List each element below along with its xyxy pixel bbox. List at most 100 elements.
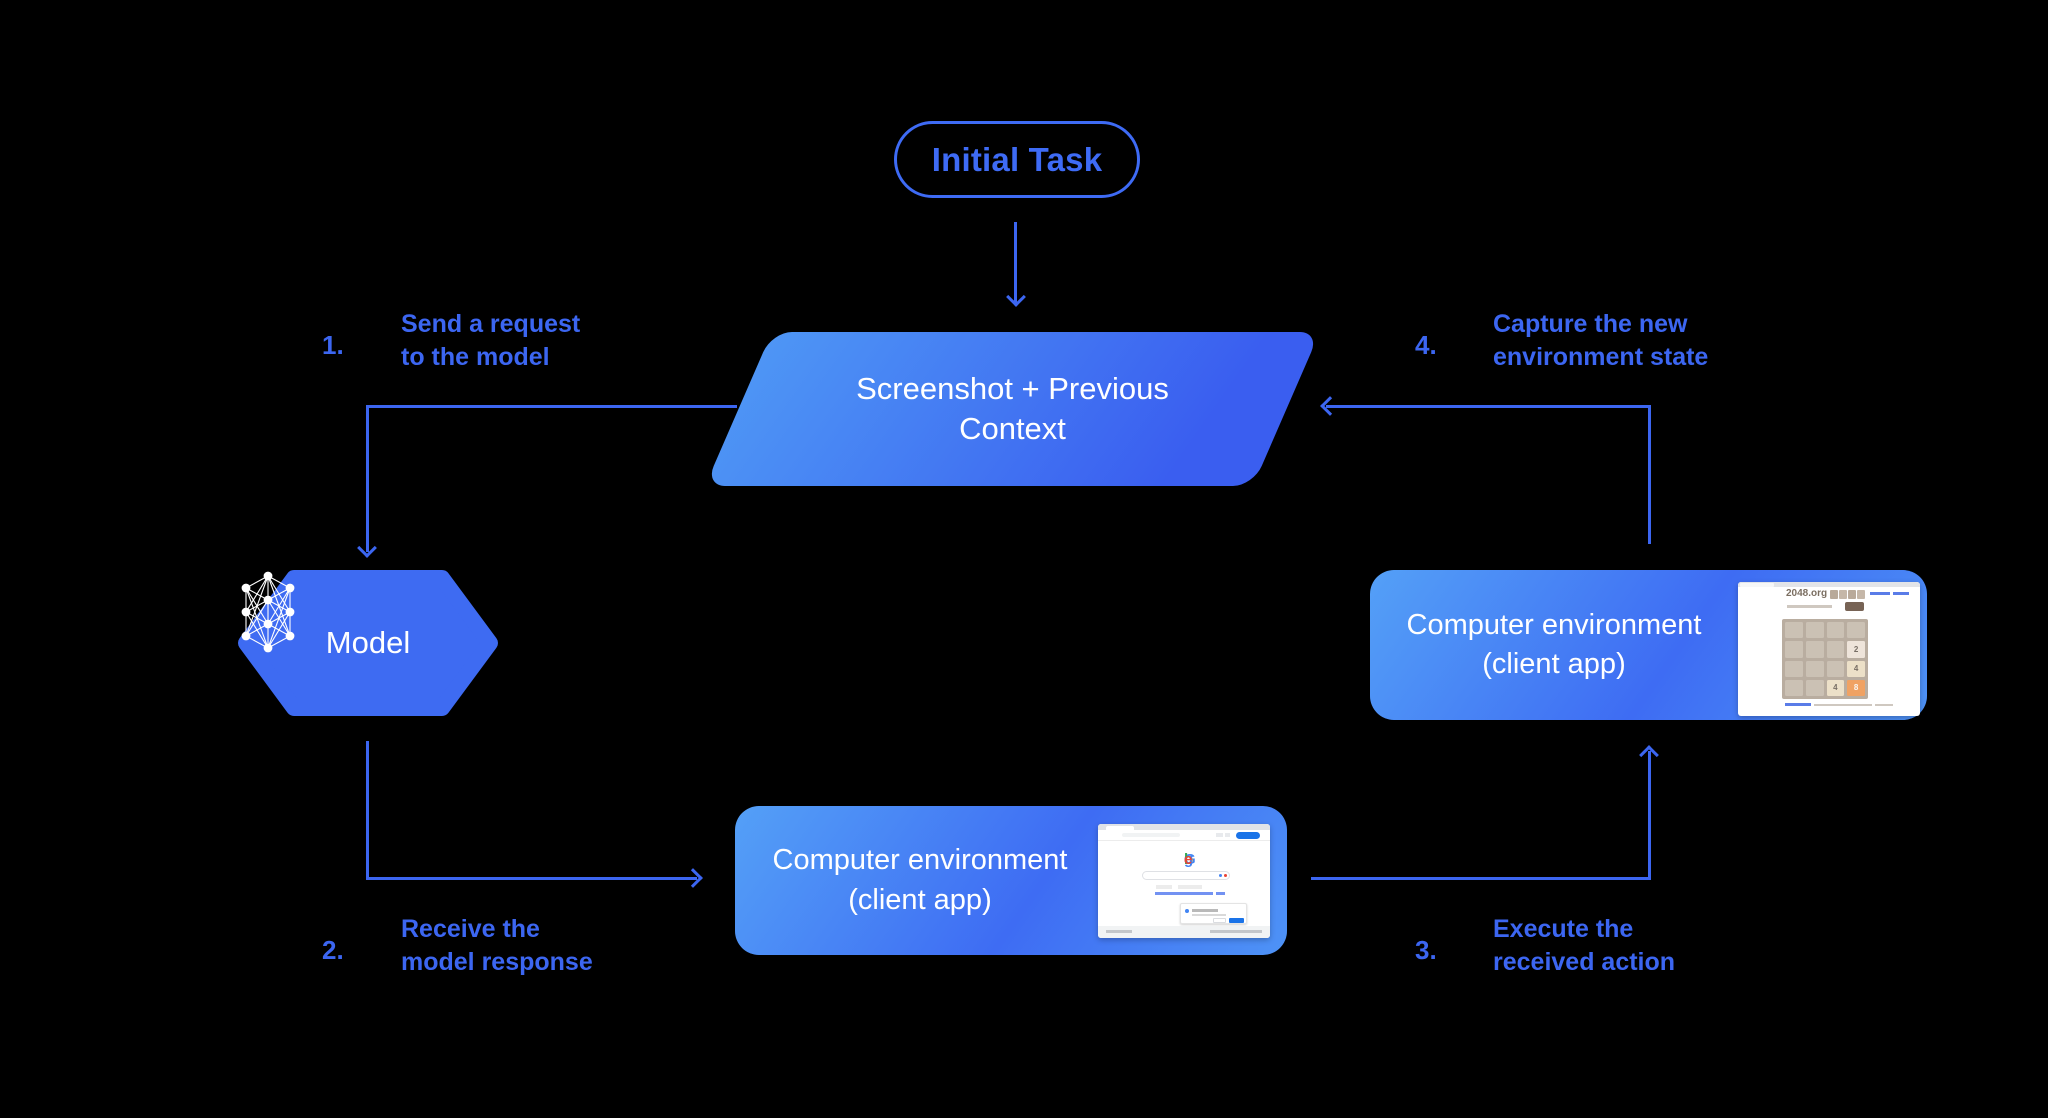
footer-link bbox=[1785, 703, 1811, 706]
arrow-env-to-env2-hline bbox=[1311, 877, 1651, 880]
env-right-line1: Computer environment bbox=[1406, 608, 1702, 641]
google-logo-letter: G bbox=[1184, 851, 1196, 868]
arrow-env2-to-context-hline bbox=[1326, 405, 1651, 408]
model-node: Model bbox=[238, 570, 498, 716]
toolbar-extension-icon bbox=[1216, 832, 1223, 837]
neural-network-icon bbox=[241, 571, 295, 653]
grid-cell bbox=[1826, 641, 1845, 658]
grid-cell bbox=[1826, 660, 1845, 677]
grid-cell bbox=[1805, 660, 1824, 677]
step-3-line1: Execute the bbox=[1493, 915, 1634, 943]
hexagon-shape bbox=[238, 570, 498, 716]
browser-tab bbox=[1740, 583, 1774, 587]
footer-text bbox=[1814, 703, 1872, 706]
arrow-context-to-model-hline bbox=[367, 405, 737, 408]
google-logo-letter: e bbox=[1184, 851, 1192, 868]
dialog-logo-icon bbox=[1185, 909, 1189, 913]
env-bottom-line1: Computer environment bbox=[772, 844, 1068, 877]
grid-cell bbox=[1785, 641, 1803, 658]
page-footer bbox=[1098, 926, 1270, 938]
screenshot-context-line1: Screenshot + Previous bbox=[856, 370, 1169, 406]
grid-cell bbox=[1847, 622, 1865, 639]
sign-in-button bbox=[1236, 832, 1260, 839]
score-box bbox=[1848, 590, 1856, 599]
step-1-line1: Send a request bbox=[401, 310, 581, 338]
step-2-line1: Receive the bbox=[401, 915, 540, 943]
step-4-line1: Capture the new bbox=[1493, 310, 1688, 338]
arrow-initial-to-context-line bbox=[1014, 222, 1017, 304]
new-game-button bbox=[1845, 601, 1864, 611]
env-right-line2: (client app) bbox=[1482, 648, 1626, 680]
site-title: 2048.org bbox=[1786, 588, 1828, 599]
camera-icon bbox=[1224, 874, 1227, 877]
arrowhead-right-icon bbox=[683, 868, 703, 888]
arrow-context-to-model-vline bbox=[366, 405, 369, 552]
dialog-primary-button bbox=[1229, 918, 1244, 923]
google-logo-letter: l bbox=[1184, 851, 1188, 868]
google-logo-letter: o bbox=[1184, 851, 1193, 868]
computer-environment-right-label: Computer environment (client app) bbox=[1370, 570, 1738, 720]
score-box bbox=[1857, 590, 1865, 599]
arrow-model-to-env-vline bbox=[366, 741, 369, 879]
screenshot-context-line2: Context bbox=[959, 411, 1066, 446]
grid-cell bbox=[1785, 660, 1803, 677]
step-4-number: 4. bbox=[1415, 330, 1437, 360]
arrowhead-up-icon bbox=[1639, 745, 1659, 765]
header-link bbox=[1870, 592, 1890, 595]
score-box bbox=[1830, 590, 1838, 599]
step-1-line2: to the model bbox=[401, 342, 550, 371]
feeling-lucky-button bbox=[1178, 885, 1202, 889]
step-3-number: 3. bbox=[1415, 935, 1437, 965]
browser-tab bbox=[1106, 825, 1134, 830]
search-input bbox=[1142, 871, 1230, 880]
screenshot-context-label: Screenshot + Previous Context bbox=[705, 332, 1320, 486]
step-1-label: Send a request to the model bbox=[401, 308, 580, 373]
footer-links-right bbox=[1210, 930, 1262, 933]
arrow-model-to-env-hline bbox=[366, 877, 697, 880]
game-grid: 2 4 4 8 bbox=[1782, 619, 1868, 699]
grid-cell bbox=[1805, 641, 1824, 658]
game-2048-mini-screenshot: 2048.org 2 4 4 8 bbox=[1738, 582, 1920, 716]
language-links bbox=[1216, 892, 1225, 895]
arrowhead-left-icon bbox=[1320, 396, 1340, 416]
step-2-line2: model response bbox=[401, 947, 593, 976]
tile-4: 4 bbox=[1847, 660, 1865, 677]
arrow-env2-to-context-vline bbox=[1648, 407, 1651, 544]
step-2-label: Receive the model response bbox=[401, 913, 593, 978]
grid-cell bbox=[1826, 622, 1845, 639]
step-4-label: Capture the new environment state bbox=[1493, 308, 1708, 373]
dialog-text-line bbox=[1192, 909, 1218, 912]
step-3-line2: received action bbox=[1493, 947, 1676, 976]
footer-text bbox=[1875, 703, 1893, 706]
env-bottom-line2: (client app) bbox=[848, 883, 992, 916]
step-4-line2: environment state bbox=[1493, 342, 1709, 371]
grid-cell bbox=[1805, 679, 1824, 696]
browser-tab-strip bbox=[1098, 824, 1270, 830]
language-links bbox=[1155, 892, 1213, 895]
dialog-text-line bbox=[1192, 913, 1226, 916]
tile-2: 2 bbox=[1847, 641, 1865, 658]
footer-links-left bbox=[1106, 930, 1132, 933]
grid-cell bbox=[1785, 679, 1803, 696]
arrowhead-down-icon bbox=[357, 538, 377, 558]
tile-8: 8 bbox=[1847, 679, 1865, 696]
grid-cell bbox=[1805, 622, 1824, 639]
model-label: Model bbox=[325, 625, 411, 660]
computer-environment-bottom-label: Computer environment (client app) bbox=[745, 806, 1095, 955]
google-logo-letter: g bbox=[1184, 851, 1193, 868]
step-3-label: Execute the received action bbox=[1493, 913, 1675, 978]
google-search-button bbox=[1156, 885, 1172, 889]
dialog-secondary-button bbox=[1213, 918, 1226, 923]
mic-icon bbox=[1219, 874, 1222, 877]
step-2-number: 2. bbox=[322, 935, 344, 965]
intro-text-line bbox=[1787, 604, 1832, 608]
header-link bbox=[1893, 592, 1909, 595]
address-bar bbox=[1122, 832, 1180, 837]
step-1-number: 1. bbox=[322, 330, 344, 360]
browser-tab-strip bbox=[1738, 582, 1920, 587]
arrowhead-down-icon bbox=[1006, 287, 1026, 307]
tile-4: 4 bbox=[1826, 679, 1845, 696]
